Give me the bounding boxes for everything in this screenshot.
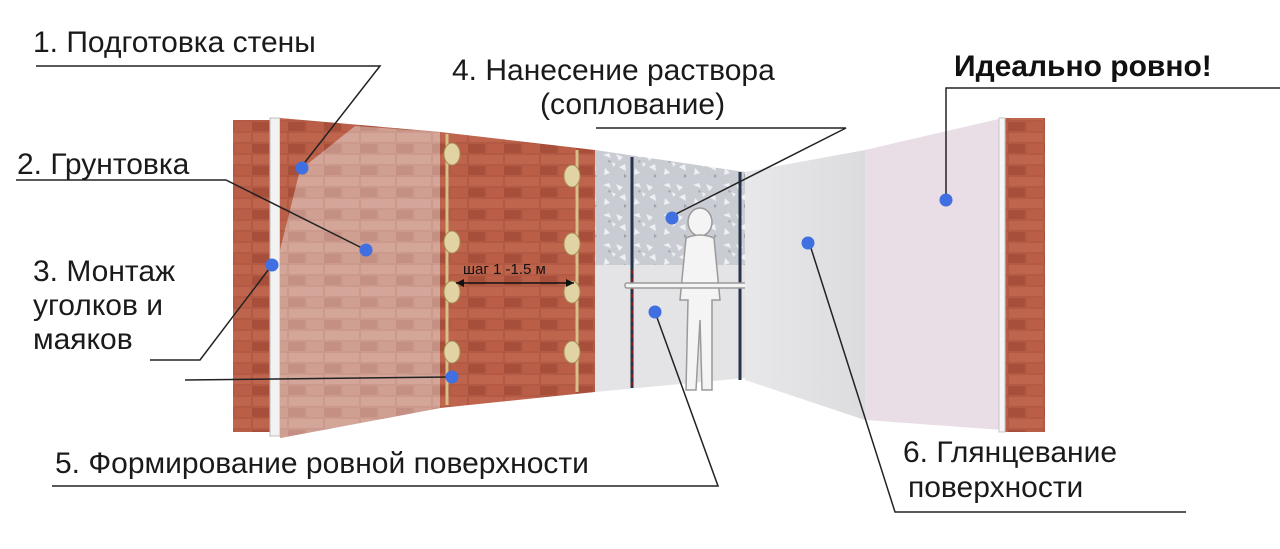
marker-step-5b [648,305,662,319]
worker-figure [624,207,754,391]
beacons [443,134,581,405]
step-3-label-line2: уголков и [33,289,163,322]
marker-step-1 [295,161,309,175]
step-3-label-line3: маяков [33,323,133,356]
step-6-label-line2: поверхности [908,471,1084,504]
beacon-step-label: шаг 1 -1.5 м [463,261,546,278]
step-markers [265,161,953,384]
step-4-label-line1: 4. Нанесение раствора [452,54,775,87]
sprayed-mortar [595,150,745,392]
left-brick-column [233,117,281,437]
step-1-label: 1. Подготовка стены [33,26,316,59]
marker-step-6 [801,236,815,250]
finished-surface [745,117,1045,433]
marker-step-4 [665,211,679,225]
step-3-label-line1: 3. Монтаж [33,255,176,288]
step-5-label: 5. Формирование ровной поверхности [55,447,589,480]
step-2-label: 2. Грунтовка [17,148,190,181]
marker-step-2 [359,243,373,257]
brick-wall [280,118,595,438]
step-6-label-line1: 6. Глянцевание [903,436,1118,469]
marker-ideal [939,193,953,207]
marker-step-3 [265,258,279,272]
ideal-title: Идеально ровно! [954,50,1212,83]
step-4-label-line2: (соплование) [540,88,726,121]
marker-step-5 [445,370,459,384]
leader-lines [16,65,1280,513]
